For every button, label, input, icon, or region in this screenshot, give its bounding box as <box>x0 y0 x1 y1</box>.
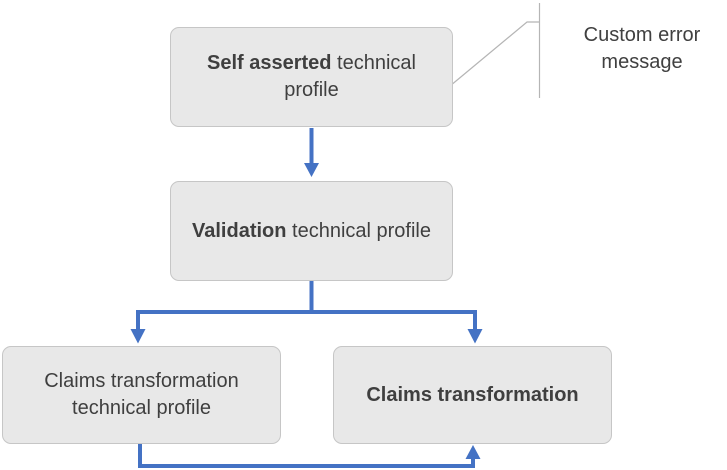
node-label-bold: Validation <box>192 219 287 242</box>
node-label-bold: Self asserted <box>206 52 332 74</box>
bottom-loop-arrow-head-icon <box>465 445 481 459</box>
node-label-regular: technical profile <box>286 219 431 242</box>
node-label: Claims transformation technical profile <box>23 368 260 422</box>
node-label: Validation technical profile <box>192 218 431 245</box>
branch-bar-shaft <box>136 310 477 330</box>
arrow-self-to-validation-head-icon <box>304 163 319 177</box>
node-claims-transformation: Claims transformation <box>333 346 612 444</box>
node-claims-transformation-technical-profile: Claims transformation technical profile <box>2 346 281 444</box>
node-self-asserted-technical-profile: Self asserted technical profile <box>170 27 453 127</box>
node-label-regular: Claims transformation technical profile <box>44 370 239 419</box>
branch-right-arrow-head-icon <box>467 329 483 344</box>
node-label: Claims transformation <box>366 382 578 409</box>
node-label-bold: Claims transformation <box>366 383 579 406</box>
callout-leader-diagonal-line <box>449 21 540 87</box>
branch-left-arrow-head-icon <box>130 329 146 344</box>
node-label: Self asserted technical profile <box>191 50 432 104</box>
bottom-loop-shaft <box>138 444 475 468</box>
node-validation-technical-profile: Validation technical profile <box>170 181 453 281</box>
callout-custom-error-message: Custom error message <box>583 24 701 73</box>
node-label-regular: technical profile <box>284 52 416 101</box>
